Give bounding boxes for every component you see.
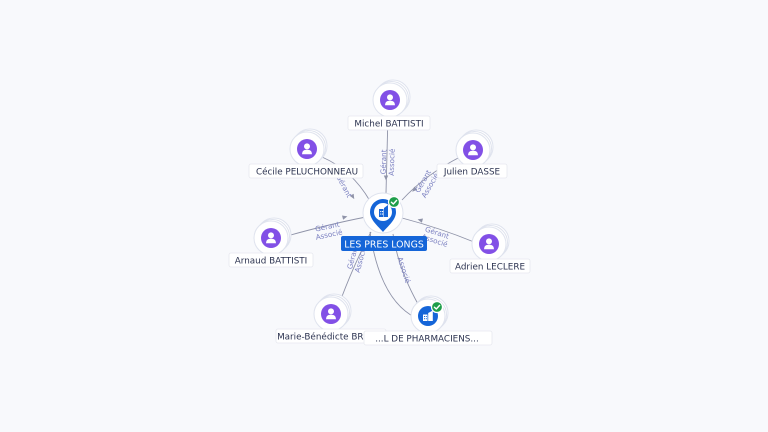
center-label-box [341, 236, 427, 251]
edge-arrow-icon [417, 218, 423, 223]
verified-check-icon [387, 195, 401, 209]
node-label: Michel BATTISTI [354, 119, 423, 129]
edge-role-1: Associé [387, 148, 397, 176]
node-label: Adrien LECLERE [455, 262, 525, 272]
edge-arrow-icon [383, 175, 389, 181]
edge-arrow-icon [349, 193, 355, 200]
node-label: Julien DASSE [443, 167, 500, 177]
person-icon [297, 139, 317, 159]
edge-arrow-icon [412, 186, 418, 192]
edge-role-label: GérantAssocié [379, 148, 397, 176]
node-label-box [228, 252, 314, 268]
node-label-box [347, 115, 431, 131]
node-marie[interactable]: Marie-Bénédicte BRUN... [275, 293, 387, 344]
person-icon [479, 234, 499, 254]
edge-role-0: Gérant [379, 149, 389, 174]
node-label-box [248, 163, 364, 179]
edge-role-0: Associé [396, 256, 413, 285]
building-icon [379, 205, 388, 217]
center-node[interactable]: LES PRES LONGS [341, 192, 427, 251]
edge-line [401, 156, 461, 201]
node-label: ...L DE PHARMACIENS... [375, 334, 479, 344]
node-label: Arnaud BATTISTI [235, 256, 308, 266]
person-icon [463, 140, 483, 160]
node-label-box [363, 330, 493, 346]
node-label-box [449, 258, 531, 274]
edge-julien: GérantAssocié [401, 156, 461, 201]
edge-line [286, 216, 367, 237]
node-selarl[interactable]: ...L DE PHARMACIENS... [363, 295, 493, 346]
node-label: Cécile PELUCHONNEAU [256, 166, 358, 177]
center-node-label: LES PRES LONGS [344, 239, 424, 250]
node-label: Marie-Bénédicte BRUN... [277, 331, 385, 342]
node-label-box [436, 163, 508, 179]
node-adrien[interactable]: Adrien LECLERE [449, 223, 531, 274]
node-arnaud[interactable]: Arnaud BATTISTI [228, 217, 314, 268]
edge-arrow-icon [342, 215, 348, 220]
edge-role-label: Associé [396, 256, 413, 285]
person-icon [321, 304, 341, 324]
verified-check-icon [430, 300, 444, 314]
node-julien[interactable]: Julien DASSE [436, 129, 508, 179]
node-cecile[interactable]: Cécile PELUCHONNEAU [248, 128, 364, 179]
nodes-layer: Michel BATTISTI Cécile PELUCHONNEAU Julien… [228, 79, 531, 346]
edge-line [401, 217, 475, 243]
person-icon [380, 90, 400, 110]
person-icon [261, 228, 281, 248]
node-michel[interactable]: Michel BATTISTI [347, 79, 431, 131]
